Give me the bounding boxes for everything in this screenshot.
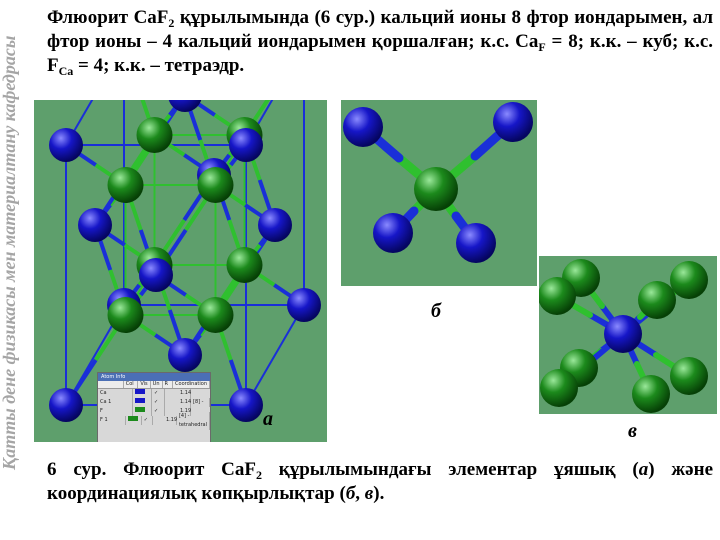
cell-edge	[245, 304, 305, 406]
atom-info-header: Col Vis Un R Coordination	[98, 381, 210, 389]
ca-f-bond	[188, 100, 216, 117]
ca-atom	[343, 107, 383, 147]
f-atom	[638, 281, 676, 319]
f-atom	[136, 117, 173, 153]
f-atom	[107, 167, 144, 203]
atom-info-header-cell: Coordination	[173, 381, 210, 388]
atom-radius: 1.19	[180, 407, 192, 416]
ca-atom	[49, 388, 83, 422]
ca-atom	[493, 102, 533, 142]
ca-atom	[49, 128, 83, 162]
ca-atom	[287, 288, 321, 322]
atom-info-header-cell: R	[163, 381, 174, 388]
f-atom	[670, 357, 708, 395]
tetrahedron-atoms	[343, 102, 533, 263]
f-atom	[632, 375, 670, 413]
f-atom	[414, 167, 458, 211]
figure-label-b: б	[431, 300, 441, 322]
figure-label-a: а	[263, 408, 273, 430]
unit-cell-svg	[49, 100, 321, 422]
ca-atom	[258, 208, 292, 242]
ca-atom	[229, 388, 263, 422]
atom-coordination: [8] -	[191, 398, 210, 407]
ca-atom	[139, 258, 173, 292]
atom-radius: 1.14	[180, 389, 192, 398]
unit-cell-figure: Atom Info Col Vis Un R Coordination Ca ✓…	[34, 100, 327, 442]
ca-atom	[229, 128, 263, 162]
ca-atom	[168, 100, 202, 112]
f-atom	[670, 261, 708, 299]
department-sidebar-text: Қатты дене физикасы мен материалтану каф…	[0, 35, 19, 470]
atom-info-header-cell: Un	[151, 381, 163, 388]
tetrahedron-svg	[343, 102, 533, 263]
ca-atom	[456, 223, 496, 263]
cube-coordination-figure	[539, 256, 717, 414]
atom-info-row: F ✓ 1.19	[98, 407, 192, 416]
ca-atom	[168, 338, 202, 372]
atom-name: F 1	[98, 416, 126, 425]
tetrahedron-figure	[341, 100, 537, 286]
cell-edge	[65, 100, 94, 146]
cube-coordination-atoms	[539, 259, 708, 413]
ca-atom	[373, 213, 413, 253]
atom-info-title: Atom Info	[98, 373, 210, 381]
ca-atom	[78, 208, 112, 242]
atom-info-header-cell: Col	[124, 381, 139, 388]
atom-name: Ca 1	[98, 398, 133, 407]
f-atom	[197, 167, 234, 203]
f-atom	[197, 297, 234, 333]
atom-info-row: F 1 ✓ 1.19 [4] - tetrahedral	[98, 411, 210, 430]
atom-info-row: Ca ✓ 1.14	[98, 389, 192, 398]
f-atom	[107, 297, 144, 333]
cube-coordination-svg	[539, 259, 708, 413]
atom-name: Ca	[98, 389, 133, 398]
atom-radius: 1.19	[165, 416, 178, 425]
f-atom	[539, 277, 576, 315]
ca-atom	[604, 315, 642, 353]
atom-info-header-cell: Vis	[138, 381, 151, 388]
atom-info-row: Ca 1 ✓ 1.14 [8] -	[98, 398, 210, 407]
atom-info-window: Atom Info Col Vis Un R Coordination Ca ✓…	[97, 372, 211, 442]
f-atom	[540, 369, 578, 407]
unit-cell-atoms	[49, 100, 321, 422]
atom-coordination: [4] - tetrahedral	[177, 411, 210, 430]
atom-radius: 1.14	[180, 398, 192, 407]
f-atom	[226, 247, 263, 283]
intro-paragraph: Флюорит CaF2 құрылымында (6 сур.) кальци…	[47, 7, 714, 78]
figure-label-c: в	[628, 420, 637, 442]
atom-info-header-cell	[98, 381, 124, 388]
atom-name: F	[98, 407, 133, 416]
figure-caption: 6 сур. Флюорит CaF2 құрылымындағы элемен…	[47, 459, 713, 504]
